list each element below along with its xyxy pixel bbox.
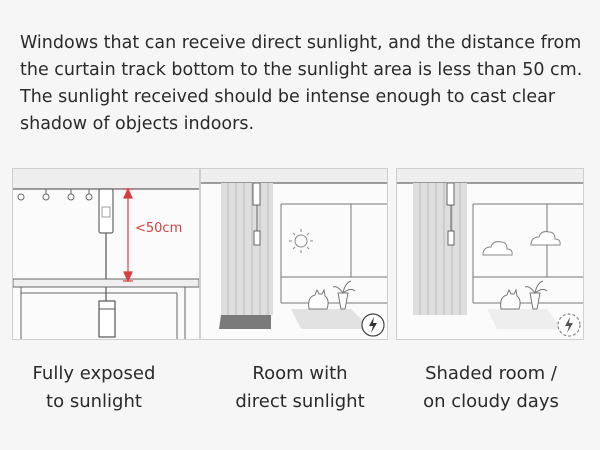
caption-direct-sunlight: Room with direct sunlight	[206, 360, 394, 416]
illustration-fully-exposed: <50cm	[12, 168, 200, 340]
plant-icon	[524, 280, 548, 310]
motor-icon	[98, 188, 114, 234]
caption-line: Room with	[252, 363, 348, 384]
caption-fully-exposed: Fully exposed to sunlight	[0, 360, 188, 416]
caption-line: on cloudy days	[423, 391, 559, 412]
caption-shaded-room: Shaded room / on cloudy days	[397, 360, 585, 416]
caption-line: to sunlight	[46, 391, 142, 412]
caption-line: direct sunlight	[235, 391, 365, 412]
plant-icon	[332, 280, 356, 310]
light-sensor-icon	[98, 300, 116, 338]
curtain-panel	[221, 183, 273, 315]
curtain-hooks	[17, 189, 93, 201]
cloud-icon	[482, 241, 513, 256]
illustration-shaded-room	[396, 168, 584, 340]
sun-icon	[289, 229, 313, 253]
illustration-direct-sunlight	[200, 168, 388, 340]
cloud-icon	[530, 231, 561, 246]
measurement-arrow	[123, 187, 133, 283]
intro-text: Windows that can receive direct sunlight…	[20, 33, 583, 134]
caption-line: Shaded room /	[425, 363, 557, 384]
cat-icon	[308, 288, 329, 310]
measurement-label: <50cm	[135, 221, 182, 236]
caption-line: Fully exposed	[32, 363, 156, 384]
cloudy-room-diagram	[397, 169, 583, 337]
cat-icon	[500, 288, 521, 310]
sunlight-badge-icon	[361, 313, 385, 337]
curtain-motor-diagram: <50cm	[13, 169, 199, 339]
sunny-room-diagram	[201, 169, 387, 337]
weak-light-badge-icon	[557, 313, 581, 337]
curtain-panel	[413, 183, 467, 315]
